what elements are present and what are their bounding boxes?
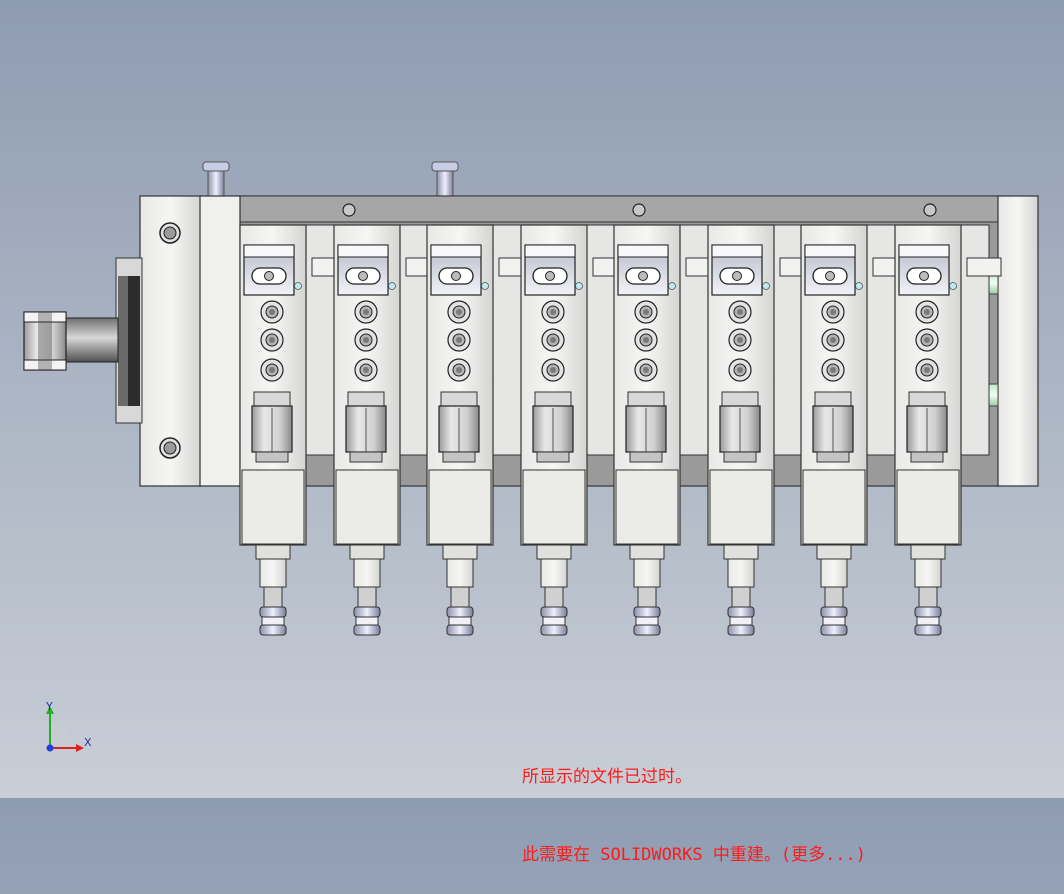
port-hole-3-1	[447, 300, 471, 324]
rebuild-required-text: 此需要在 SOLIDWORKS 中重建。	[522, 845, 781, 865]
port-hole-6-1	[728, 300, 752, 324]
port-hole-8-1	[915, 300, 939, 324]
valve-clamp-3[interactable]	[430, 244, 489, 296]
port-hole-8-2	[915, 328, 939, 352]
z-axis-dot	[46, 744, 54, 752]
port-hole-5-2	[634, 328, 658, 352]
valve-clamp-2[interactable]	[337, 244, 396, 296]
top-bolt-1[interactable]	[202, 161, 230, 198]
valve-clamp-1[interactable]	[243, 244, 302, 296]
valve-module-7[interactable]	[800, 224, 908, 636]
valve-module-3[interactable]	[426, 224, 534, 636]
x-axis-label: X	[84, 736, 92, 749]
push-fitting-5[interactable]	[633, 586, 661, 636]
port-hole-1-1	[260, 300, 284, 324]
port-hole-7-3	[821, 358, 845, 382]
graphics-viewport[interactable]: Y X	[0, 0, 1064, 798]
port-hole-2-2	[354, 328, 378, 352]
rebuild-warning: 所显示的文件已过时。 此需要在 SOLIDWORKS 中重建。(更多...)	[522, 712, 962, 894]
valve-module-2[interactable]	[333, 224, 441, 636]
valve-modules	[239, 224, 1002, 636]
port-hole-1-3	[260, 358, 284, 382]
port-hole-5-1	[634, 300, 658, 324]
port-hole-2-3	[354, 358, 378, 382]
push-fitting-8[interactable]	[914, 586, 942, 636]
port-hole-6-2	[728, 328, 752, 352]
push-fitting-3[interactable]	[446, 586, 474, 636]
top-bolt-2[interactable]	[431, 161, 459, 198]
valve-clamp-7[interactable]	[804, 244, 863, 296]
hex-fitting-7[interactable]	[812, 391, 854, 463]
push-fitting-2[interactable]	[353, 586, 381, 636]
hex-fitting-8[interactable]	[906, 391, 948, 463]
left-mount-block[interactable]	[139, 195, 241, 487]
port-hole-4-3	[541, 358, 565, 382]
more-info-link[interactable]: (更多...)	[780, 845, 867, 865]
valve-clamp-8[interactable]	[898, 244, 957, 296]
valve-clamp-4[interactable]	[524, 244, 583, 296]
port-hole-6-3	[728, 358, 752, 382]
rebuild-message-line: 此需要在 SOLIDWORKS 中重建。(更多...)	[522, 842, 962, 868]
push-fitting-4[interactable]	[540, 586, 568, 636]
port-hole-2-1	[354, 300, 378, 324]
hex-fitting-2[interactable]	[345, 391, 387, 463]
valve-module-5[interactable]	[613, 224, 721, 636]
model-3d-view[interactable]	[0, 0, 1064, 798]
port-hole-4-1	[541, 300, 565, 324]
right-end-plate[interactable]	[997, 195, 1039, 487]
port-hole-8-3	[915, 358, 939, 382]
valve-module-1[interactable]	[239, 224, 347, 636]
orientation-triad: Y X	[45, 700, 92, 752]
left-lock-nut[interactable]	[23, 311, 119, 371]
hex-fitting-4[interactable]	[532, 391, 574, 463]
hex-fitting-1[interactable]	[251, 391, 293, 463]
valve-clamp-5[interactable]	[617, 244, 676, 296]
port-hole-5-3	[634, 358, 658, 382]
y-axis-label: Y	[45, 700, 53, 713]
port-hole-7-1	[821, 300, 845, 324]
hex-fitting-6[interactable]	[719, 391, 761, 463]
valve-clamp-6[interactable]	[711, 244, 770, 296]
valve-module-6[interactable]	[707, 224, 815, 636]
port-hole-1-2	[260, 328, 284, 352]
valve-module-8[interactable]	[894, 224, 1002, 636]
push-fitting-1[interactable]	[259, 586, 287, 636]
outdated-file-message: 所显示的文件已过时。	[522, 767, 692, 787]
port-hole-3-3	[447, 358, 471, 382]
port-hole-4-2	[541, 328, 565, 352]
hex-fitting-5[interactable]	[625, 391, 667, 463]
left-cylinder-flange[interactable]	[115, 257, 143, 424]
port-hole-7-2	[821, 328, 845, 352]
push-fitting-6[interactable]	[727, 586, 755, 636]
port-hole-3-2	[447, 328, 471, 352]
hex-fitting-3[interactable]	[438, 391, 480, 463]
push-fitting-7[interactable]	[820, 586, 848, 636]
valve-module-4[interactable]	[520, 224, 628, 636]
